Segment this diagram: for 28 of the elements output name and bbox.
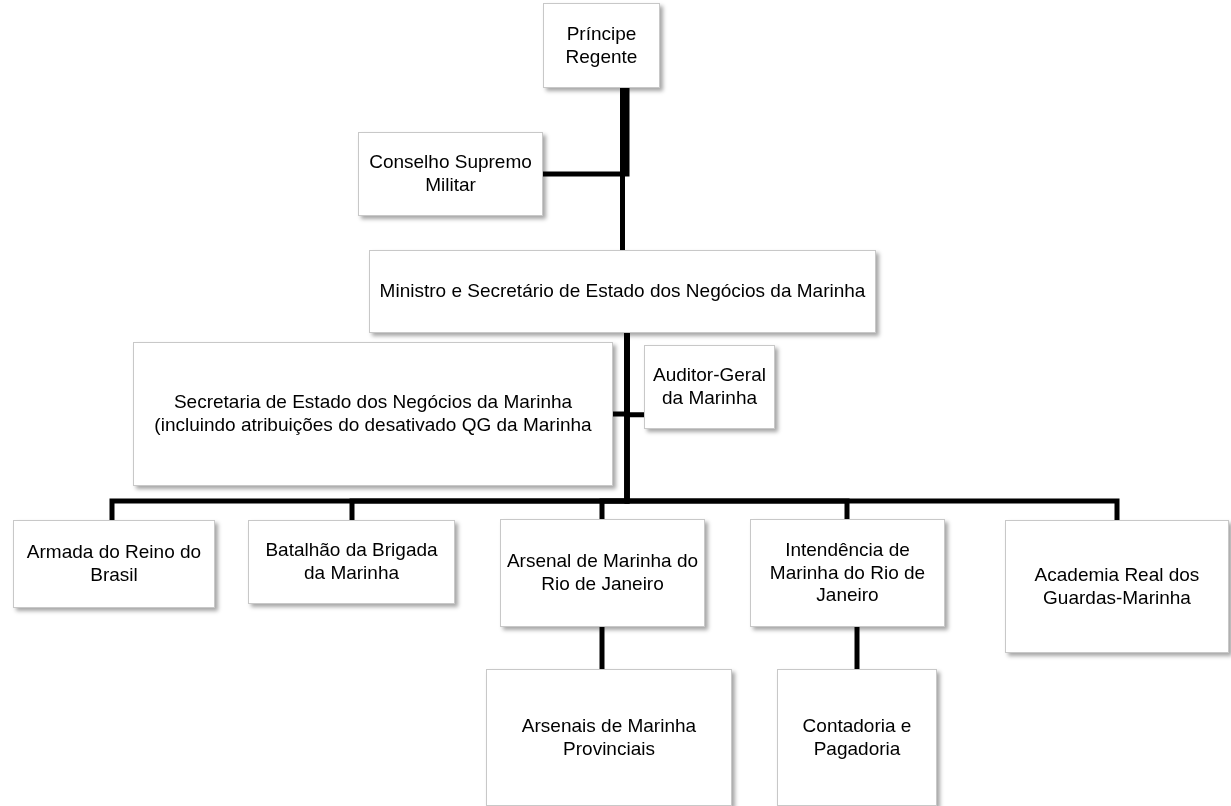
unit-name: Academia Real dos Guardas-Marinha — [1033, 563, 1201, 610]
org-box — [369, 250, 876, 333]
unit-name: Auditor-Geral da Marinha — [652, 364, 767, 410]
org-box — [133, 342, 613, 486]
connector-line — [620, 88, 625, 250]
connector-line — [543, 88, 630, 177]
connector-line — [854, 627, 860, 669]
unit-name: Ministro e Secretário de Estado dos Negócios da Marinha — [379, 280, 866, 303]
connector-line — [599, 627, 605, 669]
unit-name: Contadoria e Pagadoria — [801, 714, 913, 761]
org-box — [543, 3, 660, 88]
unit-name: Secretaria de Estado dos Negócios da Marinha (incluindo atribuições do desativado QG da Marinha — [153, 391, 593, 437]
unit-name: Batalhão da Brigada da Marinha — [264, 539, 439, 585]
org-box — [644, 345, 775, 429]
org-box — [486, 669, 732, 806]
unit-name: Armada do Reino do Brasil — [25, 541, 203, 587]
org-box — [248, 520, 455, 604]
org-box — [13, 520, 215, 608]
unit-name: Arsenal de Marinha do Rio de Janeiro — [505, 550, 700, 596]
org-box — [358, 132, 543, 216]
unit-name: Príncipe Regente — [564, 22, 639, 69]
org-box — [777, 669, 937, 806]
unit-name: Arsenais de Marinha Provinciais — [520, 714, 698, 761]
unit-name: Conselho Supremo Militar — [368, 151, 533, 197]
org-box — [500, 519, 705, 627]
unit-name: Intendência de Marinha do Rio de Janeiro — [768, 538, 927, 608]
org-box — [1005, 520, 1229, 653]
org-box — [750, 519, 945, 627]
